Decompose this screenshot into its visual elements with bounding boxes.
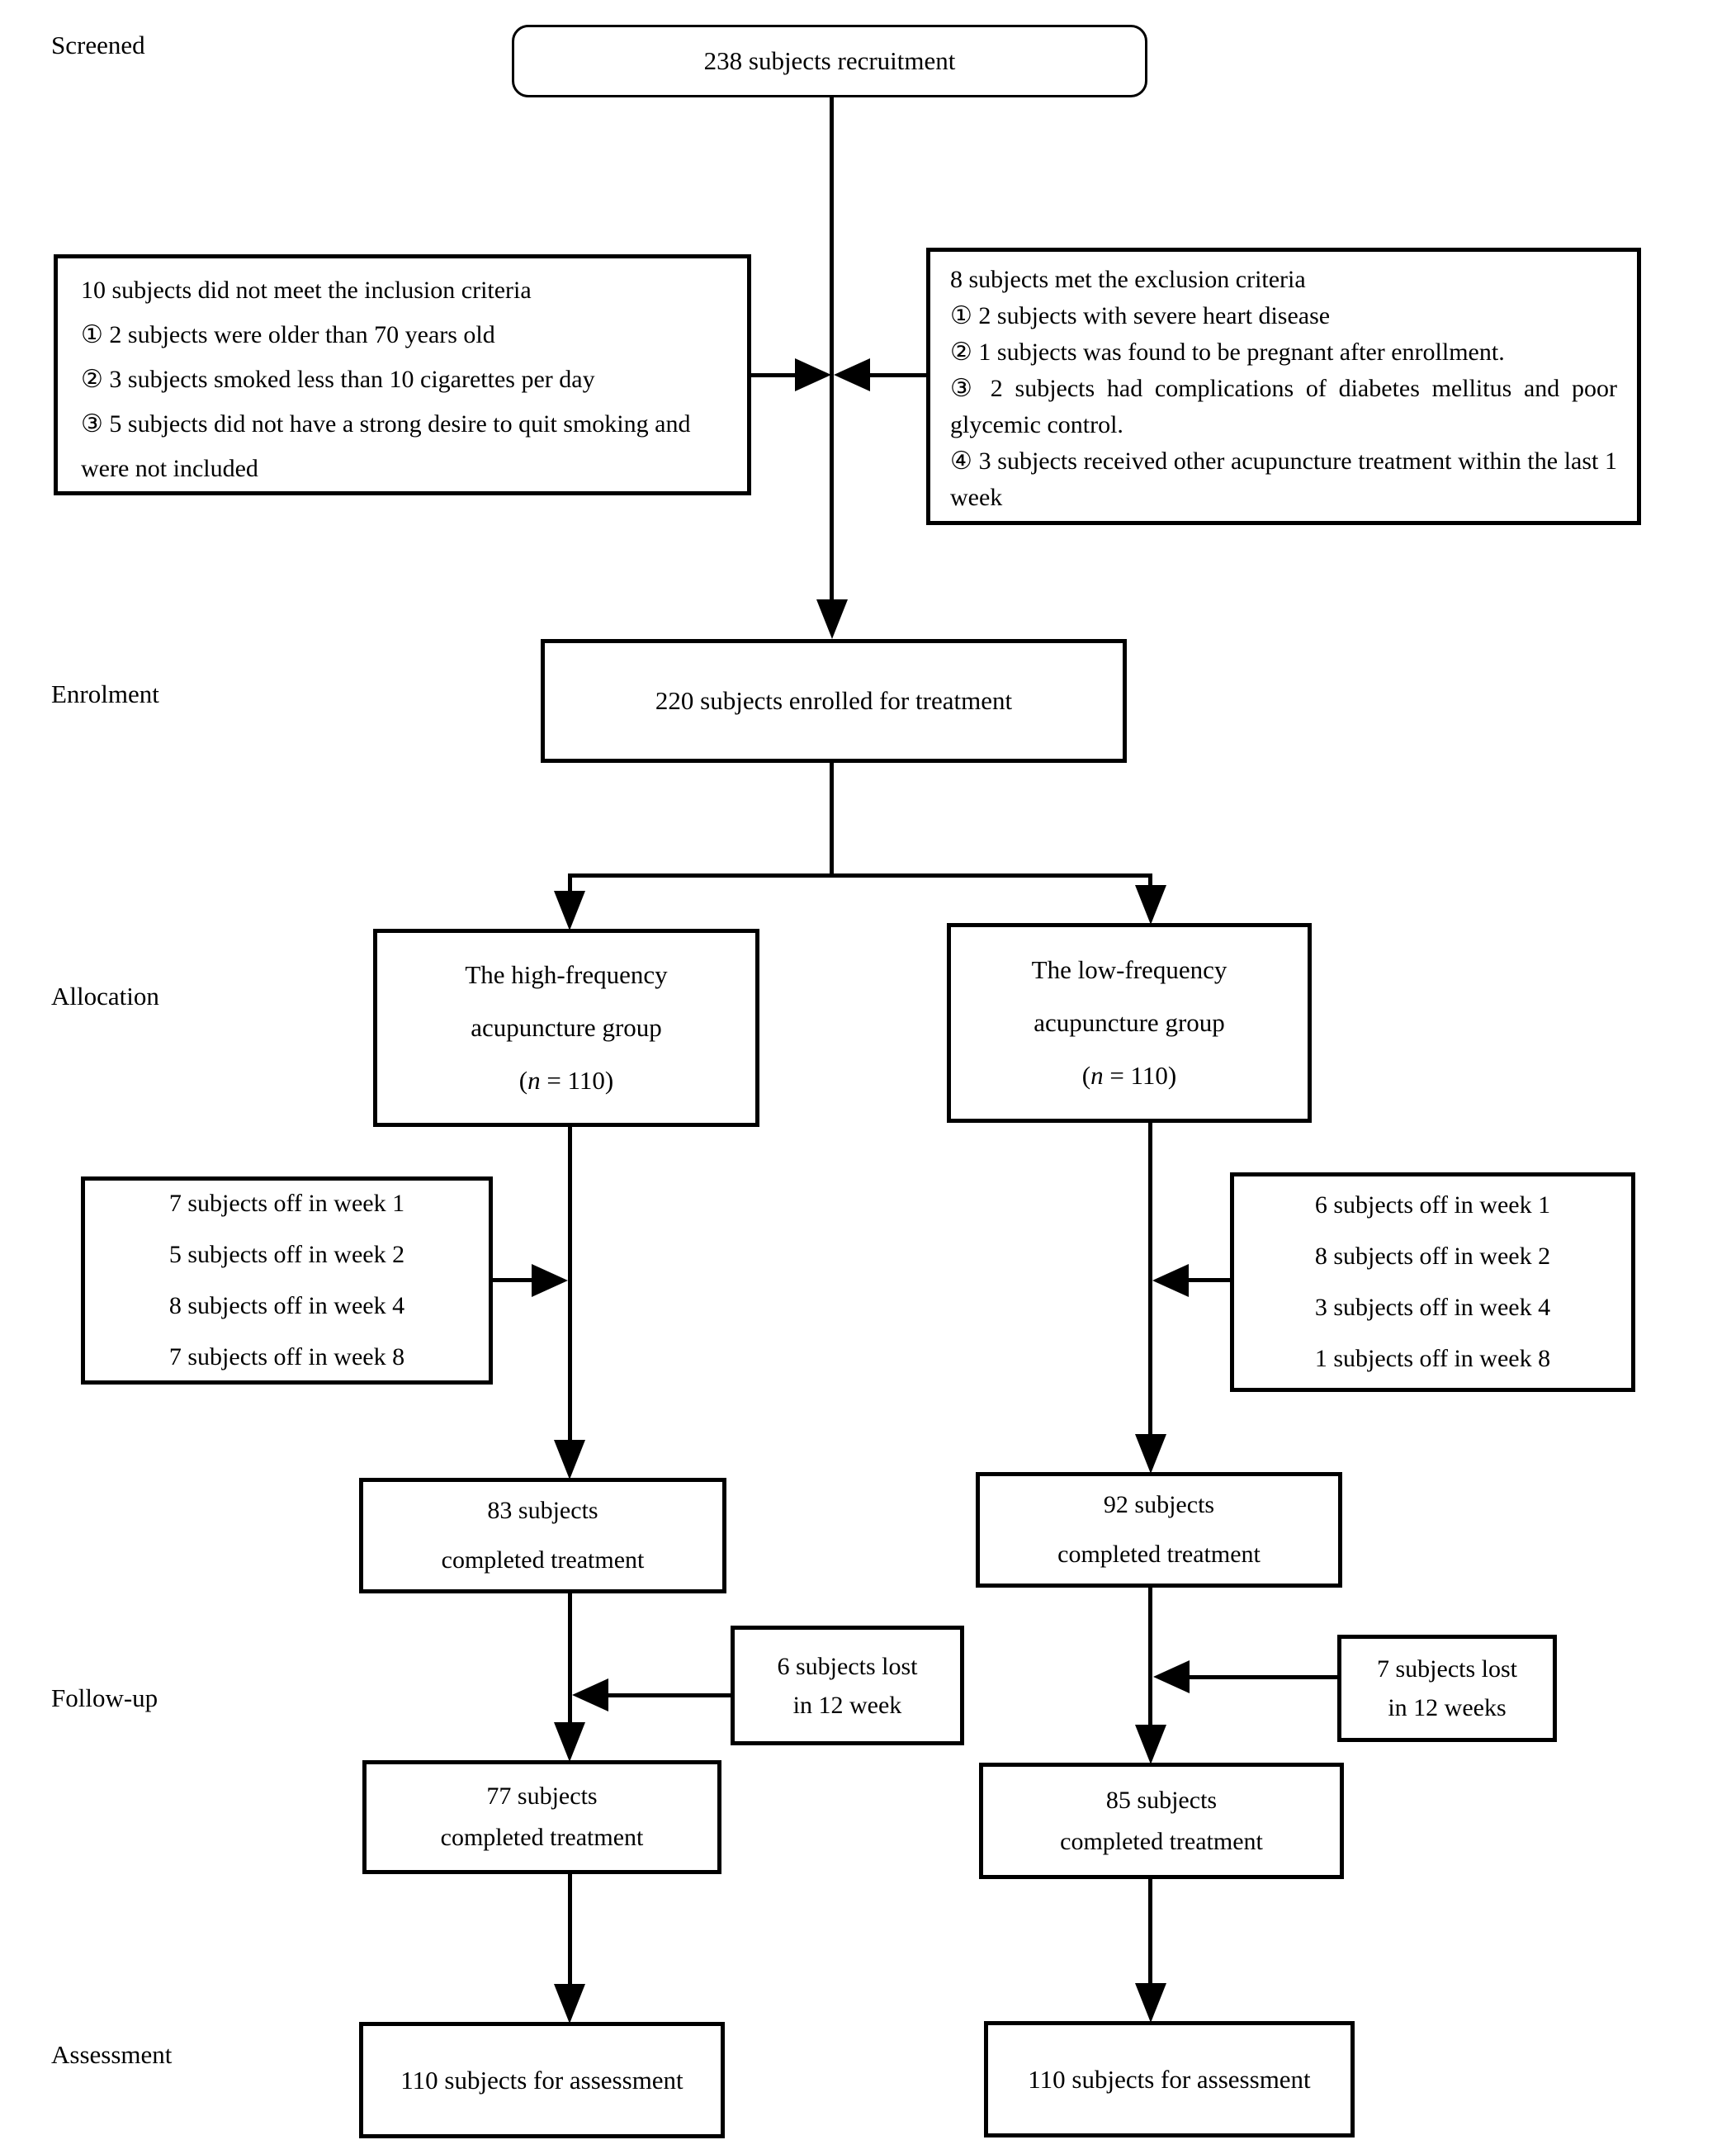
connector-high-completed [568,1127,572,1442]
followup-high-line: 77 subjects [486,1782,598,1810]
arrowhead-left-exclusion [834,358,870,391]
stage-label-allocation: Allocation [51,982,159,1011]
exclusion-line: 8 subjects met the exclusion criteria [950,266,1306,293]
stage-label-screened: Screened [51,31,145,59]
exclusion-line: ③ 2 subjects had complications of diabet… [950,375,1617,438]
box-group-high-frequency: The high-frequency acupuncture group (n … [373,929,759,1127]
connector-low-assessment [1148,1879,1152,1985]
dropout-high-line: 8 subjects off in week 4 [168,1292,405,1319]
n-var: n [1090,1061,1104,1090]
connector-low-completed [1148,1123,1152,1436]
lost-low-line: in 12 weeks [1388,1694,1507,1721]
dropout-high-line: 5 subjects off in week 2 [168,1241,405,1268]
dropout-high-line: 7 subjects off in week 8 [168,1343,405,1371]
arrowhead-right-inclusion [795,358,831,391]
box-exclusion-criteria: 8 subjects met the exclusion criteria ① … [926,248,1641,525]
inclusion-line: 10 subjects did not meet the inclusion c… [81,277,532,304]
connector-split-stem [830,763,834,873]
exclusion-line: ① 2 subjects with severe heart disease [950,302,1331,329]
lost-high-line: in 12 week [792,1691,902,1719]
connector-exclusion [868,373,926,377]
connector-split-bar [568,873,1152,878]
lost-high-line: 6 subjects lost [777,1652,918,1680]
arrowhead-left-lost-high [572,1678,608,1711]
inclusion-line: ③ 5 subjects did not have a strong desir… [81,410,691,482]
connector-inclusion [751,373,799,377]
dropout-low-line: 8 subjects off in week 2 [1314,1243,1551,1270]
arrowhead-left-lost-low [1153,1660,1190,1693]
arrowhead-down-followup-low [1135,1725,1166,1764]
dropout-low-line: 3 subjects off in week 4 [1314,1294,1551,1321]
arrowhead-down-assessment-high [554,1984,585,2024]
box-recruitment: 238 subjects recruitment [512,25,1147,97]
n-prefix: ( [518,1066,528,1095]
connector-recruitment-enrolled [830,97,834,601]
completed-high-line: completed treatment [441,1546,645,1574]
inclusion-line: ① 2 subjects were older than 70 years ol… [81,321,495,348]
dropout-low-line: 6 subjects off in week 1 [1314,1191,1551,1219]
group-low-line: The low-frequency [1031,955,1227,984]
stage-label-assessment: Assessment [51,2040,173,2069]
connector-split-left [568,873,572,892]
box-assessment-low: 110 subjects for assessment [984,2021,1355,2137]
inclusion-line: ② 3 subjects smoked less than 10 cigaret… [81,366,595,393]
followup-low-line: 85 subjects [1105,1786,1218,1814]
box-assessment-high: 110 subjects for assessment [359,2022,725,2138]
box-group-low-frequency: The low-frequency acupuncture group (n =… [947,923,1312,1123]
box-lost-high: 6 subjects lost in 12 week [731,1626,964,1745]
assessment-low-text: 110 subjects for assessment [1028,2064,1311,2094]
arrowhead-down-completed-high [554,1440,585,1479]
exclusion-line: ② 1 subjects was found to be pregnant af… [950,338,1505,366]
box-enrolled-text: 220 subjects enrolled for treatment [655,686,1013,715]
box-inclusion-criteria: 10 subjects did not meet the inclusion c… [54,254,751,495]
followup-low-line: completed treatment [1060,1827,1263,1855]
connector-split-right [1148,873,1152,887]
group-high-line: The high-frequency [465,960,668,989]
group-high-line: acupuncture group [471,1013,662,1042]
arrowhead-down-followup-high [554,1722,585,1762]
box-lost-low: 7 subjects lost in 12 weeks [1337,1635,1557,1742]
completed-high-line: 83 subjects [487,1497,598,1524]
group-low-line: acupuncture group [1034,1008,1225,1037]
completed-low-line: completed treatment [1057,1541,1261,1568]
n-prefix: ( [1081,1061,1091,1090]
n-suffix: = 110) [540,1066,614,1095]
box-recruitment-text: 238 subjects recruitment [703,46,956,75]
followup-high-line: completed treatment [440,1824,644,1851]
connector-lost-low [1188,1675,1337,1679]
connector-low-followup [1148,1588,1152,1725]
n-suffix: = 110) [1103,1061,1177,1090]
lost-low-line: 7 subjects lost [1377,1655,1517,1683]
assessment-high-text: 110 subjects for assessment [400,2065,684,2095]
arrowhead-down-completed-low [1135,1434,1166,1474]
group-high-n: (n = 110) [519,1054,613,1107]
box-completed-low: 92 subjects completed treatment [976,1472,1342,1588]
arrowhead-left-dropout-low [1152,1264,1189,1297]
completed-low-line: 92 subjects [1103,1491,1215,1518]
n-var: n [527,1066,541,1095]
box-followup-low: 85 subjects completed treatment [979,1763,1344,1879]
arrowhead-right-dropout-high [532,1264,568,1297]
box-dropout-low: 6 subjects off in week 1 8 subjects off … [1230,1172,1635,1392]
box-followup-high: 77 subjects completed treatment [362,1760,721,1874]
stage-label-enrolment: Enrolment [51,679,159,708]
connector-high-assessment [568,1874,572,1986]
arrowhead-down-enrolled [816,599,848,639]
box-dropout-high: 7 subjects off in week 1 5 subjects off … [81,1176,493,1385]
arrowhead-down-assessment-low [1135,1983,1166,2023]
exclusion-line: ④ 3 subjects received other acupuncture … [950,447,1617,511]
connector-lost-high [607,1693,731,1697]
connector-dropout-low [1187,1278,1230,1282]
dropout-high-line: 7 subjects off in week 1 [168,1190,405,1217]
box-enrolled: 220 subjects enrolled for treatment [541,639,1127,763]
group-low-n: (n = 110) [1082,1049,1176,1102]
arrowhead-down-group-high [554,891,585,930]
arrowhead-down-group-low [1135,885,1166,925]
connector-high-followup [568,1593,572,1724]
dropout-low-line: 1 subjects off in week 8 [1314,1345,1551,1372]
connector-dropout-high [493,1278,534,1282]
box-completed-high: 83 subjects completed treatment [359,1478,726,1593]
stage-label-followup: Follow-up [51,1683,158,1712]
